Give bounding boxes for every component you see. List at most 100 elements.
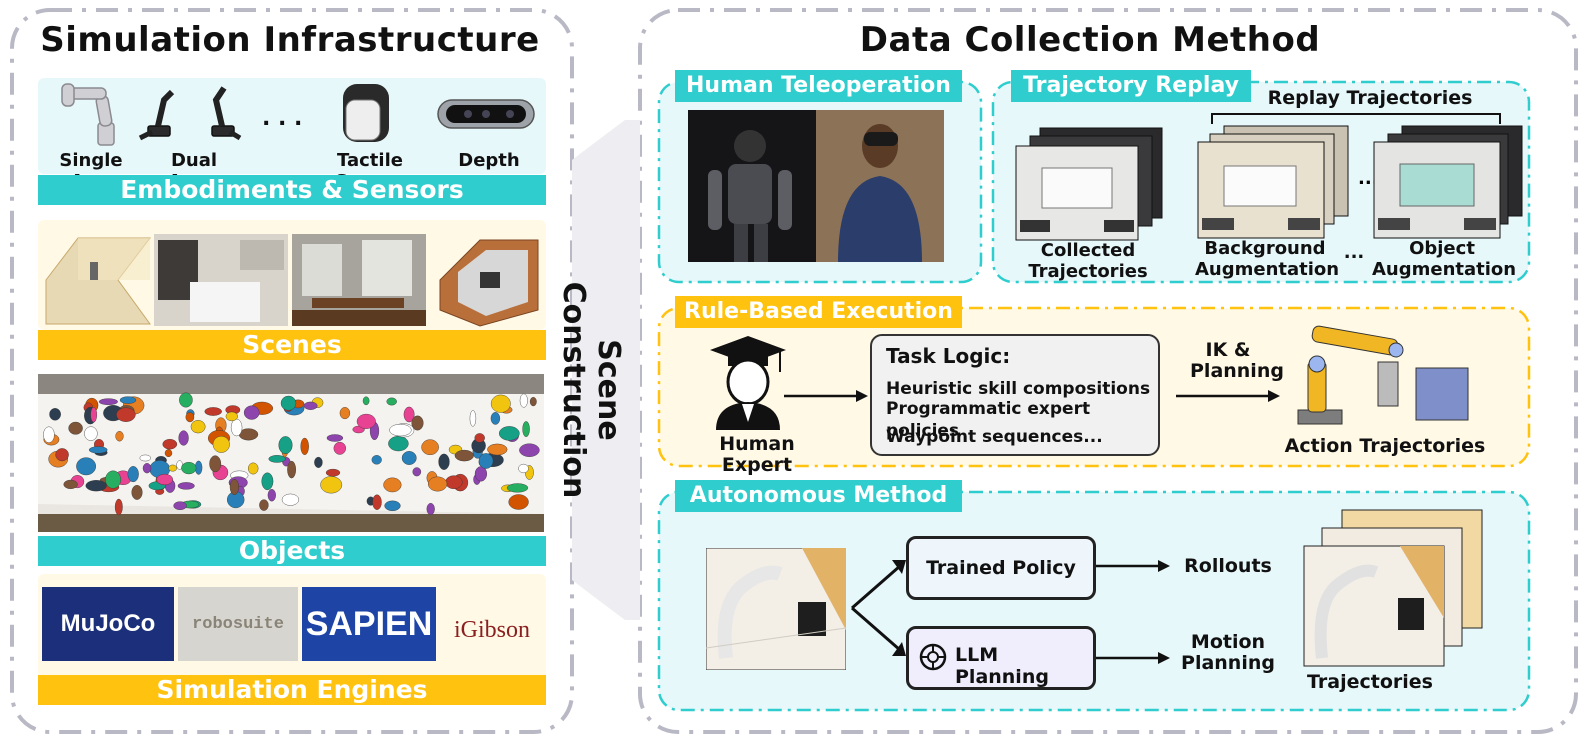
table-object <box>116 407 136 422</box>
table-object <box>43 426 55 443</box>
table-object <box>519 443 540 457</box>
table-object <box>426 502 435 515</box>
tactile-sensor-icon <box>343 84 389 142</box>
table-object <box>229 478 240 495</box>
table-object <box>168 464 177 472</box>
robot-arm-icon <box>1297 325 1469 425</box>
left-panel-title: Simulation Infrastructure <box>40 20 540 60</box>
task-logic-item: Waypoint sequences... <box>886 427 1103 447</box>
table-object <box>49 408 61 421</box>
table-object <box>278 436 293 454</box>
arrow-to-motion <box>1096 652 1170 664</box>
task-logic-item: Programmatic expert policies <box>886 399 1091 441</box>
table-object <box>445 475 463 489</box>
llm-planning-label: LLM Planning <box>955 644 1049 688</box>
collected-label: Collected Trajectories <box>1028 240 1148 282</box>
table-object <box>156 473 173 486</box>
openai-icon <box>919 643 947 671</box>
objects-bar: Objects <box>38 536 546 566</box>
table-object <box>225 411 238 422</box>
mujoco-logo: MuJoCo <box>42 587 174 661</box>
trajectories-label: Trajectories <box>1307 671 1433 693</box>
table-object <box>139 454 152 462</box>
table-object <box>76 457 96 476</box>
table-object <box>114 498 123 516</box>
teleop-image <box>688 110 944 262</box>
table-object <box>261 472 274 491</box>
scene-construction-label: Scene Construction <box>556 281 626 499</box>
table-object <box>428 476 448 492</box>
llm-planning-box: LLM Planning <box>906 626 1096 690</box>
table-object <box>498 426 520 441</box>
scene-image-2 <box>154 234 288 326</box>
table-object <box>474 433 485 443</box>
table-object <box>333 441 346 455</box>
table-object <box>490 412 501 425</box>
table-object <box>281 493 299 506</box>
background-stack <box>1197 125 1349 239</box>
table-object <box>164 449 173 458</box>
table-object <box>247 462 259 475</box>
background-aug-label: Background Augmentation <box>1195 238 1340 280</box>
auto-tag: Autonomous Method <box>675 480 962 512</box>
table-object <box>190 420 206 434</box>
table-object <box>267 488 276 502</box>
teleop-tag: Human Teleoperation <box>675 70 962 102</box>
scene-image-3 <box>292 234 426 326</box>
table-object <box>384 500 401 512</box>
table-object <box>119 396 137 404</box>
table-object <box>372 494 382 510</box>
task-logic-title: Task Logic: <box>886 344 1011 368</box>
table-object <box>454 449 474 462</box>
motion-planning-label: Motion Planning <box>1181 631 1275 674</box>
table-object <box>412 467 422 477</box>
table-object <box>529 397 537 407</box>
table-object <box>508 494 529 510</box>
arrow-to-task-logic <box>784 390 868 402</box>
arrow-to-robot <box>1176 390 1280 402</box>
humanoid-robot <box>708 130 792 262</box>
replay-image-stacks: ... <box>1015 125 1523 241</box>
table-object <box>181 461 197 475</box>
table-object <box>131 485 143 500</box>
table-object <box>438 453 450 470</box>
replay-tag: Trajectory Replay <box>1011 70 1251 102</box>
dual-arms-icon <box>138 86 242 141</box>
human-expert-label: Human Expert <box>719 433 795 476</box>
objects-image <box>38 374 544 532</box>
table-object <box>362 396 370 406</box>
table-object <box>268 455 286 463</box>
table-object <box>212 436 230 453</box>
table-object <box>300 437 309 455</box>
depth-camera-icon <box>437 99 535 129</box>
table-object <box>173 501 187 510</box>
table-object <box>162 438 178 450</box>
table-object <box>339 407 351 420</box>
igibson-logo: iGibson <box>453 616 530 643</box>
replay-ellipsis-top: ... <box>1358 168 1379 189</box>
table-object <box>403 406 415 423</box>
table-object <box>127 466 139 483</box>
sapien-logo: SAPIEN <box>302 587 436 661</box>
robosuite-logo: robosuite <box>178 587 298 661</box>
table-object <box>303 401 318 410</box>
table-object <box>179 392 193 408</box>
table-object <box>518 463 529 474</box>
table-object <box>325 468 341 477</box>
table-object <box>356 413 376 429</box>
table-object <box>177 482 195 490</box>
table-object <box>326 434 344 442</box>
table-object <box>142 463 152 474</box>
table-object <box>389 423 412 437</box>
table-object <box>63 479 78 490</box>
table-object <box>320 476 343 494</box>
table-object <box>259 499 269 511</box>
object-stack <box>1373 125 1523 239</box>
single-arm-icon <box>61 83 115 146</box>
scene-images <box>45 234 539 327</box>
trained-policy-box: Trained Policy <box>906 536 1096 600</box>
branch-arrows <box>851 560 906 656</box>
table-object <box>411 415 424 431</box>
table-object <box>178 430 189 446</box>
scene-image-1 <box>45 237 152 325</box>
